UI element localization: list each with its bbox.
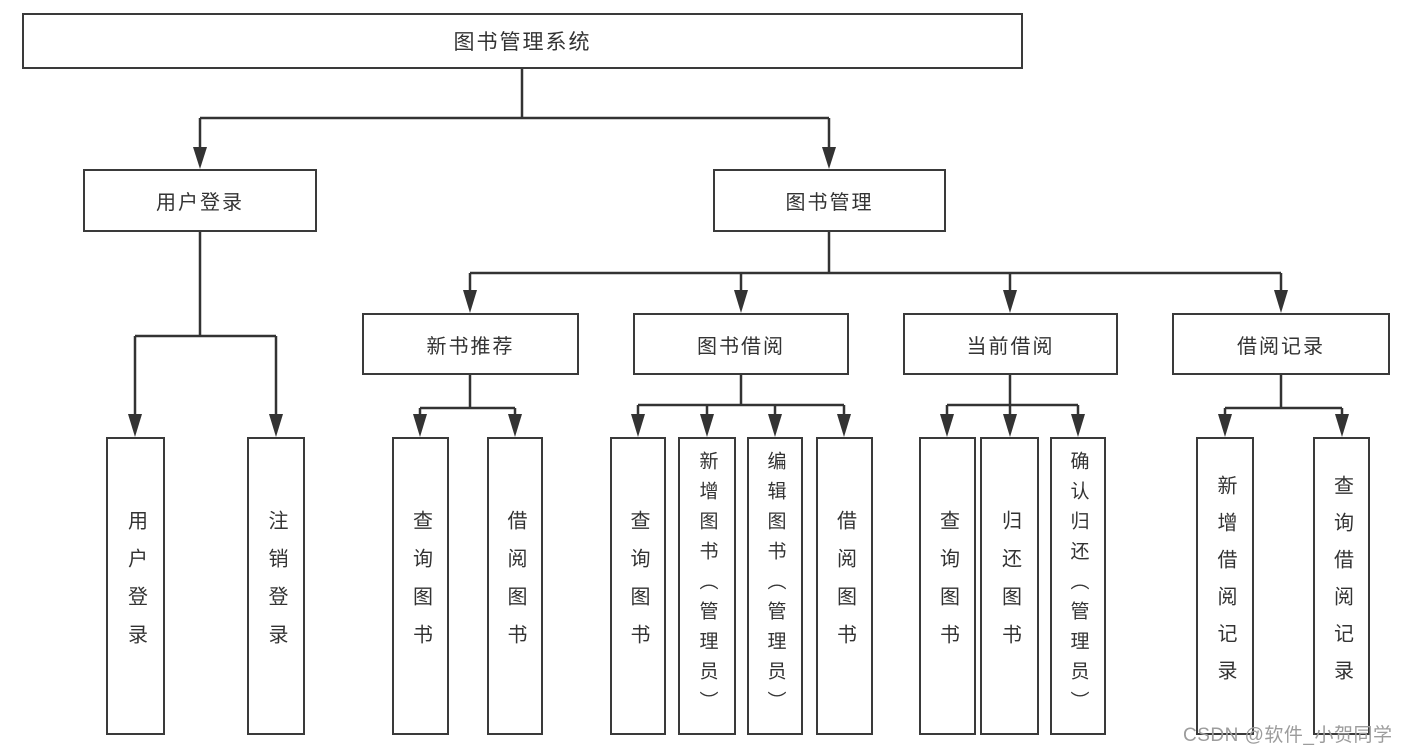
leaf-label: 查询图书	[409, 510, 432, 662]
arrowhead	[413, 414, 427, 437]
leaf-label: 借阅图书	[833, 510, 856, 662]
leaf-label: 查询图书	[627, 510, 649, 662]
arrowhead	[631, 414, 645, 437]
connector-new-book-recommend-to-leaves	[413, 375, 522, 437]
connector-user-login-to-leaves	[128, 232, 283, 437]
leaf-return-book: 归还图书	[980, 437, 1039, 735]
leaf-add-borrow-record: 新增借阅记录	[1196, 437, 1254, 735]
csdn-watermark: CSDN @软件_小贺同学	[1183, 725, 1393, 746]
arrowhead	[1335, 414, 1349, 437]
leaf-confirm-return-admin: 确认归还（管理员）	[1050, 437, 1106, 735]
connector-current-borrowing-to-leaves	[940, 375, 1085, 437]
leaf-label: 新增借阅记录	[1214, 475, 1236, 697]
leaf-label: 借阅图书	[504, 510, 526, 662]
node-new-book-recommend: 新书推荐	[362, 313, 579, 375]
arrowhead	[822, 147, 836, 169]
node-borrowing-records: 借阅记录	[1172, 313, 1390, 375]
arrowhead	[1274, 290, 1288, 313]
arrowhead	[837, 414, 851, 437]
arrowhead	[768, 414, 782, 437]
node-current-borrowing: 当前借阅	[903, 313, 1118, 375]
connector-book-management-to-level3	[463, 232, 1288, 313]
leaf-edit-book-admin: 编辑图书（管理员）	[747, 437, 803, 735]
node-book-borrowing: 图书借阅	[633, 313, 849, 375]
connector-borrowing-records-to-leaves	[1218, 375, 1349, 437]
leaf-user-login: 用户登录	[106, 437, 165, 735]
leaf-query-books-current: 查询图书	[919, 437, 976, 735]
arrowhead	[128, 414, 142, 437]
arrowhead	[193, 147, 207, 169]
arrowhead	[463, 290, 477, 313]
arrowhead	[1003, 290, 1017, 313]
leaf-add-book-admin: 新增图书（管理员）	[678, 437, 736, 735]
arrowhead	[508, 414, 522, 437]
node-book-management: 图书管理	[713, 169, 946, 232]
arrowhead	[1003, 414, 1017, 437]
leaf-label: 归还图书	[998, 510, 1021, 662]
leaf-label: 编辑图书（管理员）	[764, 451, 786, 721]
leaf-borrow-books-recommend: 借阅图书	[487, 437, 543, 735]
arrowhead	[269, 414, 283, 437]
leaf-label: 确认归还（管理员）	[1067, 451, 1089, 721]
leaf-label: 注销登录	[265, 510, 287, 662]
leaf-query-books-borrowing: 查询图书	[610, 437, 666, 735]
leaf-label: 查询借阅记录	[1330, 475, 1353, 697]
leaf-logout-login: 注销登录	[247, 437, 305, 735]
leaf-label: 查询图书	[936, 510, 959, 662]
arrowhead	[1071, 414, 1085, 437]
leaf-label: 新增图书（管理员）	[696, 451, 718, 721]
leaf-label: 用户登录	[124, 510, 147, 662]
connector-root-to-level2	[193, 69, 836, 169]
connector-book-borrowing-to-leaves	[631, 375, 851, 437]
node-user-login: 用户登录	[83, 169, 317, 232]
node-root: 图书管理系统	[22, 13, 1023, 69]
leaf-borrow-books-borrowing: 借阅图书	[816, 437, 873, 735]
leaf-query-borrow-record: 查询借阅记录	[1313, 437, 1370, 735]
arrowhead	[700, 414, 714, 437]
leaf-query-books-recommend: 查询图书	[392, 437, 449, 735]
arrowhead	[940, 414, 954, 437]
arrowhead	[734, 290, 748, 313]
arrowhead	[1218, 414, 1232, 437]
